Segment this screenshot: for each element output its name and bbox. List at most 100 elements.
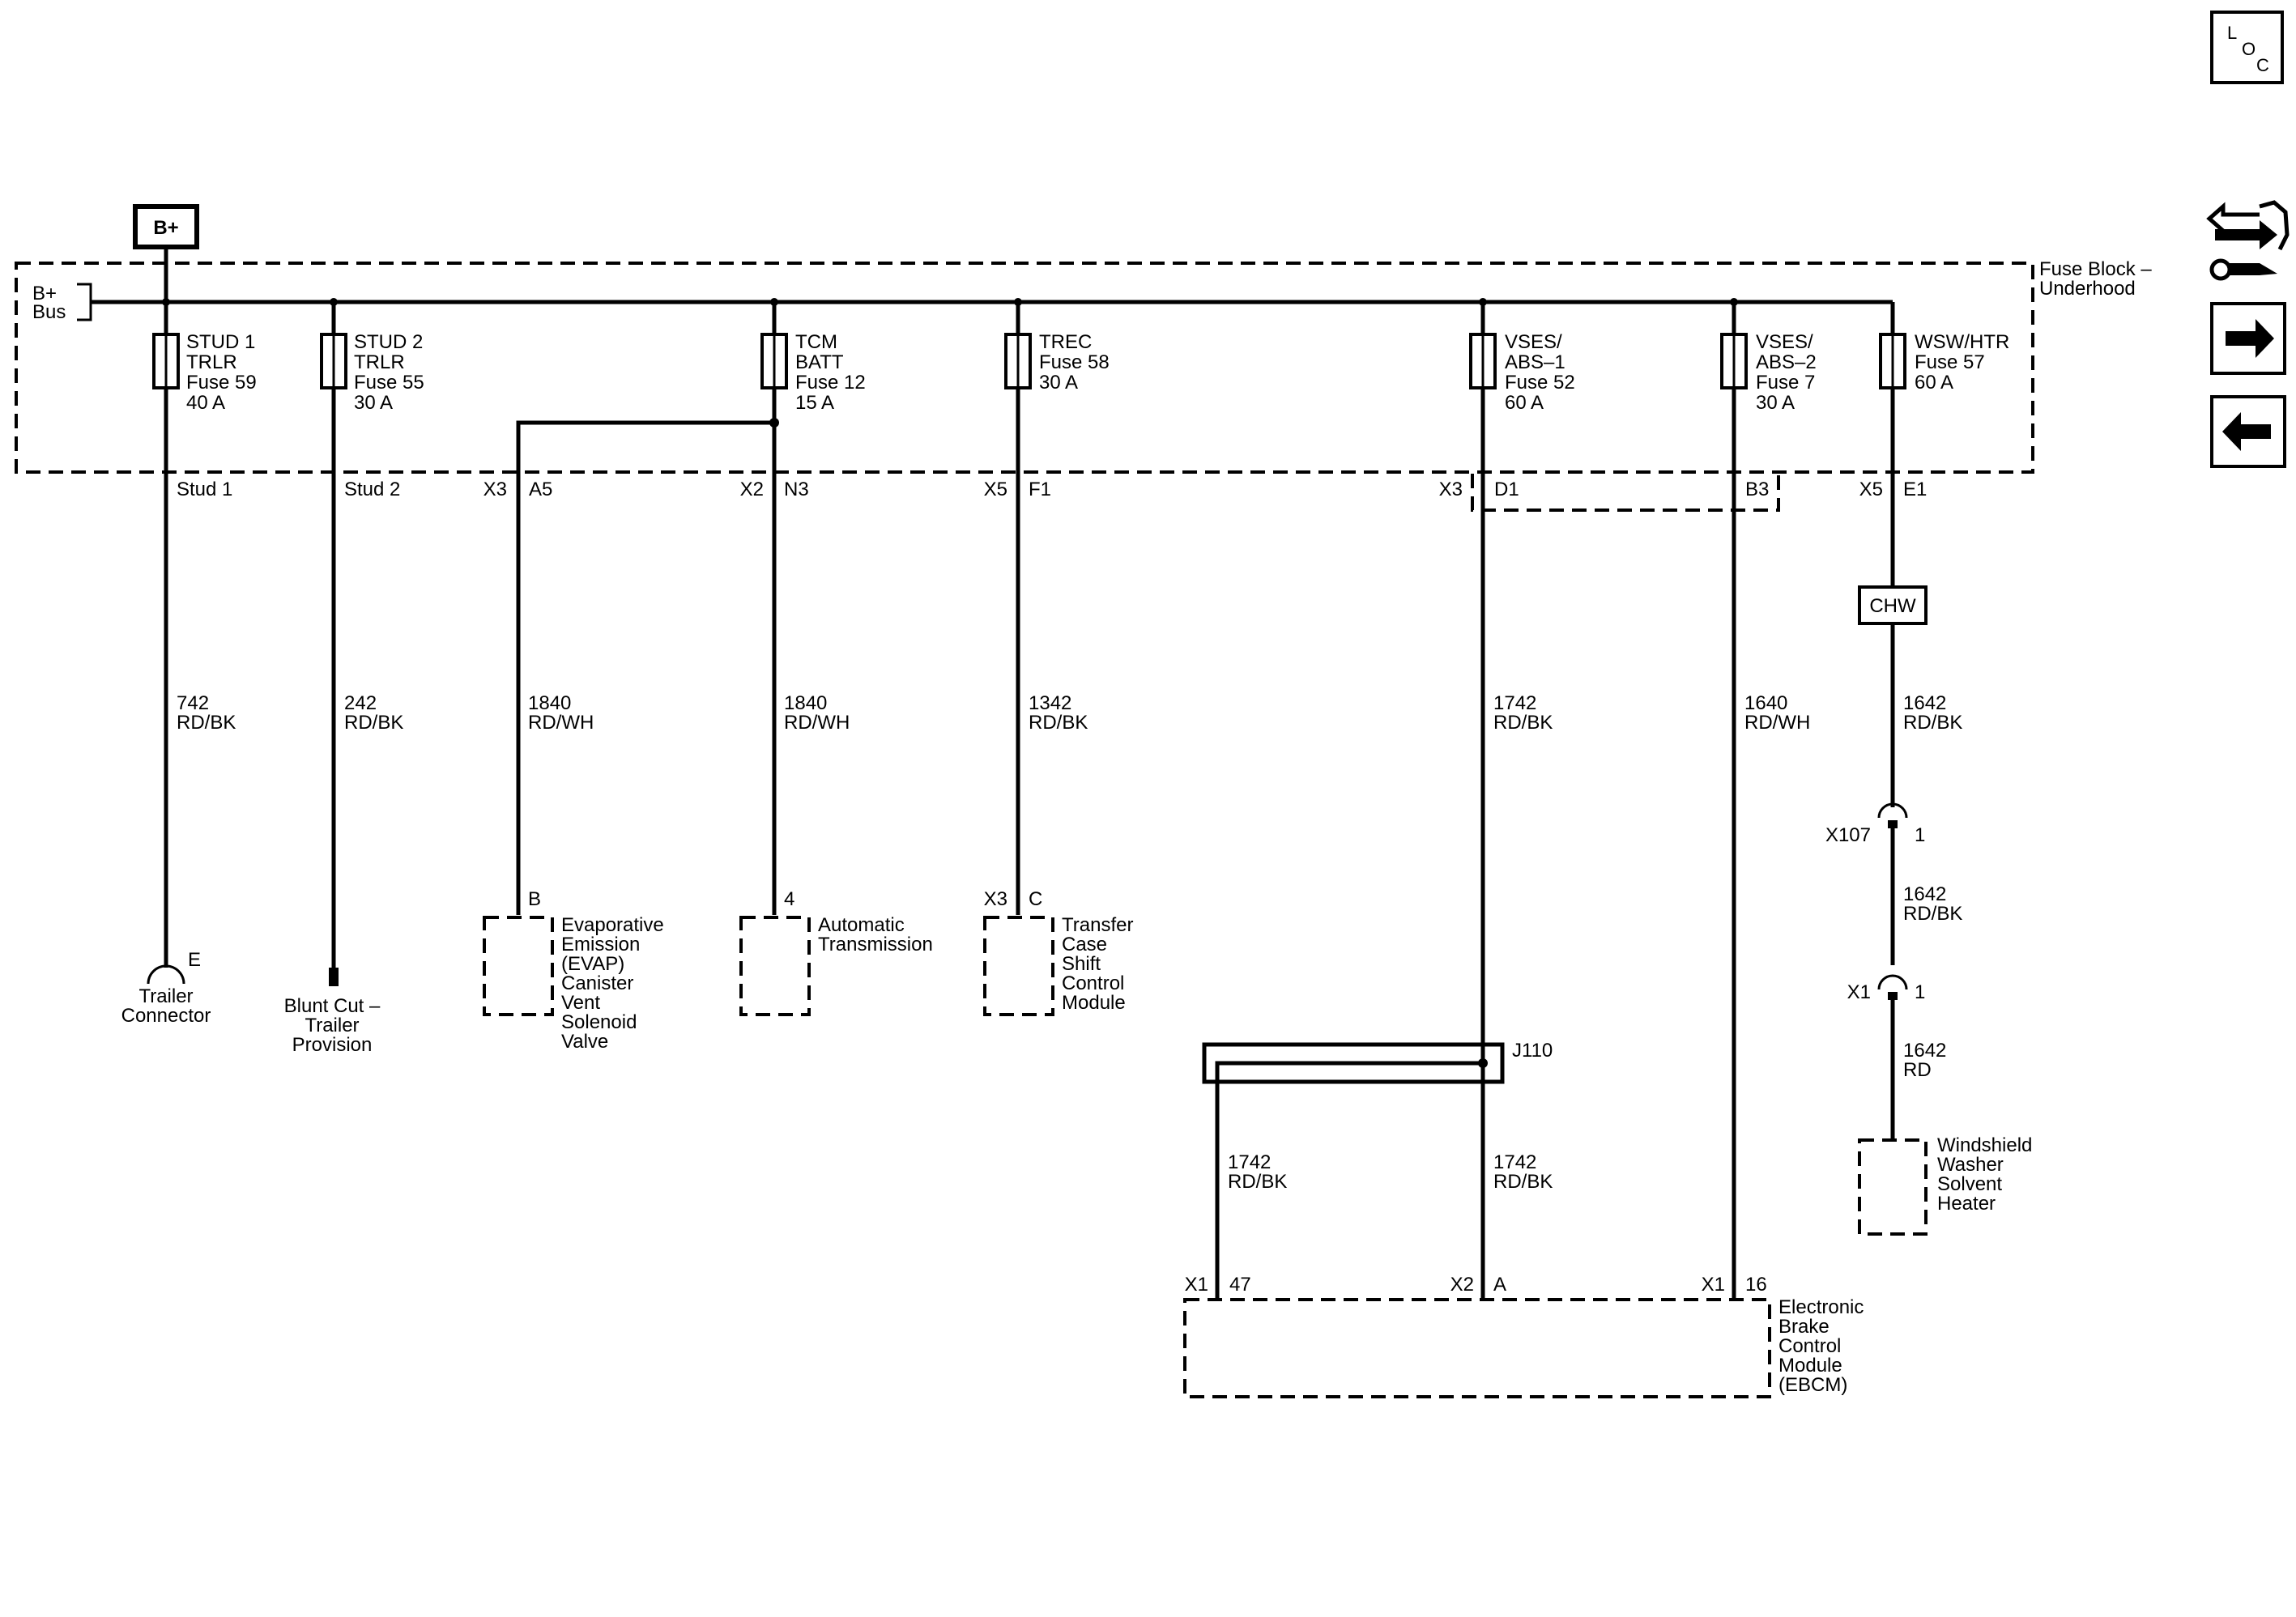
fuse-label-3: 30 A: [1039, 372, 1078, 394]
trans-pin: 4: [784, 888, 794, 910]
x1-label: X1: [1847, 981, 1871, 1003]
pin-n3: N3: [784, 479, 809, 500]
fuse-tcm-batt[interactable]: TCM BATT Fuse 12 15 A: [760, 302, 866, 414]
ebcm-x1b: X1: [1702, 1274, 1725, 1296]
evap-label-7: Valve: [561, 1031, 608, 1053]
wire-label-circuit: 242: [344, 692, 377, 714]
arrow-right-icon: [2226, 319, 2274, 358]
j110-label: J110: [1512, 1040, 1553, 1062]
tcsc-label-4: Control: [1062, 972, 1124, 994]
ebcm-label-4: Module: [1778, 1355, 1842, 1377]
wire-label-circuit: 1742: [1493, 1151, 1536, 1173]
ebcm-pin-47: 47: [1229, 1274, 1251, 1296]
tcsc-label-1: Transfer: [1062, 914, 1133, 936]
wsw-label-3: Solvent: [1937, 1173, 2002, 1195]
x1-inline-connector[interactable]: [1877, 974, 1908, 1000]
transfer-case-module-component[interactable]: X3 C Transfer Case Shift Control Module: [983, 888, 1134, 1016]
fuse-label-4: 30 A: [354, 392, 393, 414]
fuse-label-3: Fuse 12: [795, 372, 866, 394]
wsw-dashed-box: [1858, 1138, 1928, 1236]
fuse-label-2: ABS–1: [1505, 351, 1565, 373]
ebcm-pin-a: A: [1493, 1274, 1506, 1296]
component-locator-button[interactable]: L O C: [2210, 11, 2284, 84]
pin-e1: E1: [1903, 479, 1927, 500]
fuse-label-1: STUD 2: [354, 331, 423, 353]
automatic-transmission-component[interactable]: 4 Automatic Transmission: [739, 888, 933, 1016]
windshield-washer-heater-component[interactable]: Windshield Washer Solvent Heater: [1858, 1134, 2032, 1236]
blunt-label-2: Trailer: [305, 1015, 359, 1036]
wire-label-color: RD/WH: [1744, 712, 1810, 734]
wire-label-circuit: 1642: [1903, 692, 1946, 714]
fuse-block-pins: Stud 1 Stud 2 X3 A5 X2 N3 X5 F1 X3 D1 B3…: [177, 479, 1927, 500]
x107-label: X107: [1825, 824, 1871, 846]
connector-end-view-button[interactable]: [2206, 200, 2290, 281]
j110-splice-dot: [1478, 1058, 1488, 1068]
wire-label-color: RD: [1903, 1059, 1932, 1081]
wire-label-color: RD/BK: [1228, 1171, 1287, 1193]
fuse-stud2-trlr[interactable]: STUD 2 TRLR Fuse 55 30 A: [320, 302, 424, 414]
wire-label-circuit: 742: [177, 692, 209, 714]
fuse-label-2: TRLR: [354, 351, 405, 373]
evap-solenoid-component[interactable]: B Evaporative Emission (EVAP) Canister V…: [483, 888, 664, 1053]
j110-inner-wire: [1215, 1061, 1483, 1300]
ebcm-x1a: X1: [1185, 1274, 1208, 1296]
connector-wrench-icon: [2206, 200, 2290, 281]
bus-label-2: Bus: [32, 301, 66, 323]
wsw-label-2: Washer: [1937, 1154, 2004, 1176]
fuse-label-1: VSES/: [1756, 331, 1813, 353]
locator-letter-c: C: [2256, 55, 2269, 75]
fuse-vses-abs1[interactable]: VSES/ ABS–1 Fuse 52 60 A: [1469, 302, 1575, 414]
tcsc-connector: X3: [984, 888, 1007, 910]
fuse-block-name-2: Underhood: [2039, 278, 2136, 300]
wire-label-color: RD/BK: [1903, 903, 1962, 925]
trailer-connector-component[interactable]: E Trailer Connector: [121, 949, 211, 1027]
fuse-stud1-trlr[interactable]: STUD 1 TRLR Fuse 59 40 A: [152, 302, 257, 414]
ebcm-label-1: Electronic: [1778, 1296, 1864, 1318]
fuse-label-1: TCM: [795, 331, 837, 353]
pin-stud2: Stud 2: [344, 479, 400, 500]
pin-x3: X3: [483, 479, 507, 500]
wire-label-color: RD/WH: [784, 712, 850, 734]
trans-dashed-box: [739, 916, 811, 1016]
x107-inline-connector[interactable]: [1877, 794, 1908, 828]
ebcm-component[interactable]: X1 47 X2 A X1 16 Electronic Brake Contro…: [1183, 1274, 1864, 1398]
pin-f1: F1: [1029, 479, 1051, 500]
tcsc-pin: C: [1029, 888, 1042, 910]
fuse-label-4: 60 A: [1505, 392, 1544, 414]
fuse-label-3: Fuse 7: [1756, 372, 1815, 394]
blunt-cut-component[interactable]: Blunt Cut – Trailer Provision: [284, 968, 381, 1056]
pin-a5: A5: [529, 479, 552, 500]
previous-page-button[interactable]: [2210, 395, 2286, 468]
locator-letter-o: O: [2242, 39, 2256, 59]
fuse-trec[interactable]: TREC Fuse 58 30 A: [1004, 302, 1110, 394]
wire-label-color: RD/BK: [1493, 1171, 1553, 1193]
fuse-block-name-1: Fuse Block –: [2039, 258, 2152, 280]
wire-labels: 742 RD/BK 242 RD/BK 1840 RD/WH 1840 RD/W…: [177, 692, 1962, 1193]
bus-label-1: B+: [32, 283, 57, 304]
j110-splice-pack[interactable]: J110: [1202, 1040, 1553, 1300]
evap-pin: B: [528, 888, 541, 910]
fuse-wsw-htr[interactable]: WSW/HTR Fuse 57 60 A: [1879, 302, 2009, 394]
ebcm-x2: X2: [1450, 1274, 1474, 1296]
next-page-button[interactable]: [2210, 302, 2286, 375]
x107-pin: 1: [1915, 824, 1925, 846]
locator-box: [2210, 11, 2284, 84]
tcsc-dashed-box: [983, 916, 1054, 1016]
j110-outer: [1202, 1042, 1505, 1084]
fuse-label-3: 60 A: [1915, 372, 1953, 394]
fuse-label-4: 15 A: [795, 392, 834, 414]
wire-label-color: RD/BK: [177, 712, 236, 734]
arrow-left-icon: [2222, 412, 2271, 451]
wsw-label-4: Heater: [1937, 1193, 1996, 1215]
pin-d1: D1: [1494, 479, 1519, 500]
fuse-vses-abs2[interactable]: VSES/ ABS–2 Fuse 7 30 A: [1720, 302, 1817, 414]
wire-label-circuit: 1642: [1903, 883, 1946, 905]
fuse-label-1: WSW/HTR: [1915, 331, 2009, 353]
evap-label-3: (EVAP): [561, 953, 624, 975]
x3-connector-bracket: [1471, 474, 1780, 512]
fuse-label-2: TRLR: [186, 351, 237, 373]
trailer-pin: E: [188, 949, 201, 971]
fuse-label-1: STUD 1: [186, 331, 255, 353]
chw-connector-box[interactable]: [1858, 585, 1928, 625]
